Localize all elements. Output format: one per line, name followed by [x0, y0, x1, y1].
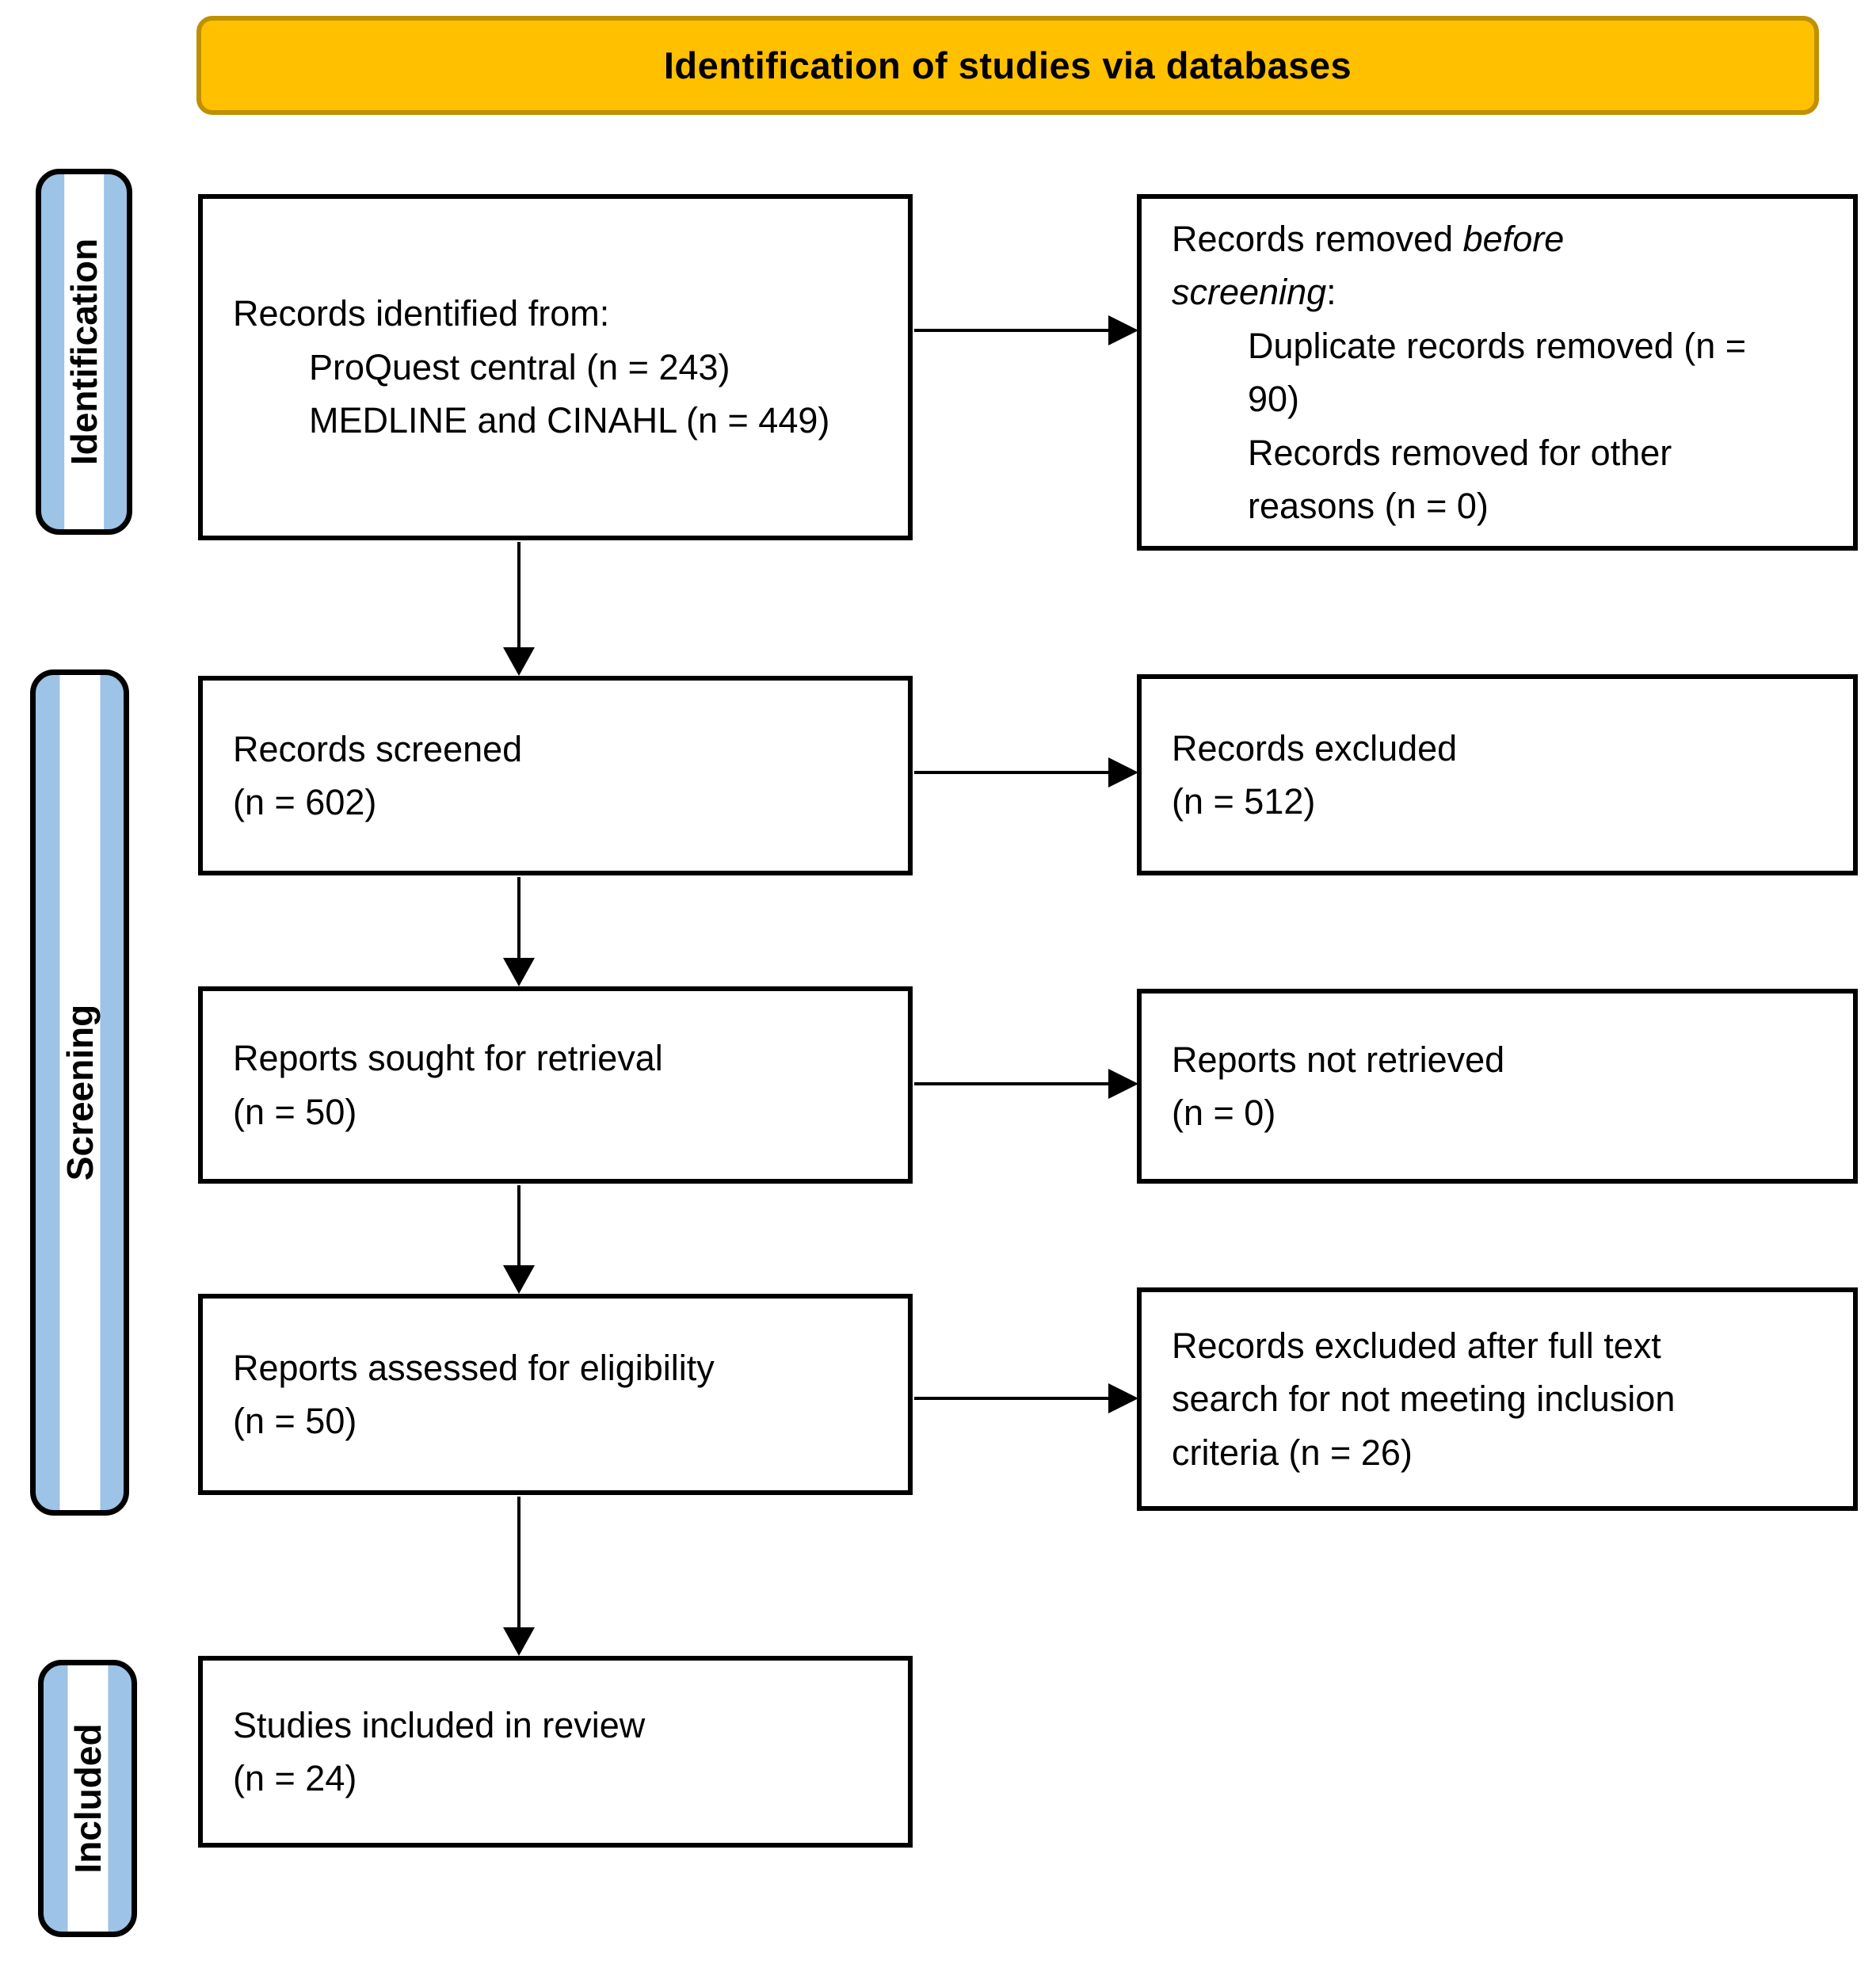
stage-bar-stripe — [67, 1665, 109, 1932]
box-line: Records excluded — [1172, 727, 1458, 769]
arrow-sought-to-assessed-line — [517, 1185, 520, 1267]
arrow-assessed-to-included-line — [517, 1497, 520, 1629]
heading-italic: before screening — [1172, 218, 1565, 313]
box-line: Reports assessed for eligibility — [233, 1347, 715, 1388]
box-records-screened: Records screened (n = 602) — [198, 676, 913, 875]
title-banner: Identification of studies via databases — [196, 16, 1819, 115]
box-heading: Records removed before screening: — [1172, 212, 1615, 319]
arrow-assessed-to-exclfulltext-line — [914, 1397, 1108, 1400]
arrow-right-head-icon — [1108, 757, 1138, 788]
box-line: Studies included in review — [233, 1704, 646, 1745]
stage-label-included: Included — [67, 1723, 109, 1874]
box-count: (n = 50) — [233, 1091, 357, 1132]
arrow-right-head-icon — [1108, 315, 1138, 345]
stage-bar-included: Included — [38, 1660, 137, 1937]
arrow-down-head-icon — [503, 647, 535, 676]
box-item: Records removed for other reasons (n = 0… — [1248, 432, 1672, 527]
box-studies-included: Studies included in review (n = 24) — [198, 1656, 913, 1848]
arrow-sought-to-notretrieved-line — [914, 1082, 1108, 1085]
arrow-screened-to-sought-line — [517, 877, 520, 959]
heading-suffix: : — [1326, 272, 1336, 312]
diagram-title: Identification of studies via databases — [663, 44, 1352, 86]
stage-bar-stripe — [64, 174, 104, 529]
arrow-down-head-icon — [503, 1265, 535, 1294]
box-records-excluded: Records excluded (n = 512) — [1137, 674, 1858, 875]
box-line: Records screened — [233, 728, 523, 769]
arrow-down-head-icon — [503, 1627, 535, 1656]
arrow-screened-to-excluded-line — [914, 771, 1108, 774]
box-reports-sought: Reports sought for retrieval (n = 50) — [198, 986, 913, 1184]
stage-bar-identification: Identification — [36, 169, 132, 535]
box-records-removed: Records removed before screening: Duplic… — [1137, 194, 1858, 551]
arrow-down-head-icon — [503, 958, 535, 986]
arrow-identified-to-removed-line — [914, 329, 1108, 332]
stage-label-identification: Identification — [63, 238, 105, 466]
stage-bar-screening: Screening — [30, 669, 129, 1516]
arrow-identified-to-screened-line — [517, 542, 520, 649]
box-item: MEDLINE and CINAHL (n = 449) — [309, 400, 830, 441]
heading-prefix: Records removed — [1172, 218, 1463, 259]
box-line: Reports not retrieved — [1172, 1039, 1505, 1080]
box-count: (n = 512) — [1172, 781, 1316, 822]
box-heading: Records identified from: — [233, 293, 610, 334]
box-line: Records excluded after full text search … — [1172, 1325, 1676, 1473]
box-item: Duplicate records removed (n = 90) — [1248, 325, 1747, 420]
arrow-right-head-icon — [1108, 1383, 1138, 1413]
box-count: (n = 50) — [233, 1401, 357, 1441]
arrow-right-head-icon — [1108, 1069, 1138, 1099]
box-count: (n = 602) — [233, 782, 377, 822]
box-line: Reports sought for retrieval — [233, 1038, 663, 1078]
stage-label-screening: Screening — [59, 1004, 101, 1181]
box-records-excluded-fulltext: Records excluded after full text search … — [1137, 1287, 1858, 1511]
box-count: (n = 0) — [1172, 1093, 1276, 1133]
box-count: (n = 24) — [233, 1758, 357, 1798]
box-reports-assessed: Reports assessed for eligibility (n = 50… — [198, 1294, 913, 1495]
box-records-identified: Records identified from: ProQuest centra… — [198, 194, 913, 540]
stage-bar-stripe — [59, 675, 101, 1510]
box-item: ProQuest central (n = 243) — [309, 346, 730, 387]
box-reports-not-retrieved: Reports not retrieved (n = 0) — [1137, 989, 1858, 1184]
